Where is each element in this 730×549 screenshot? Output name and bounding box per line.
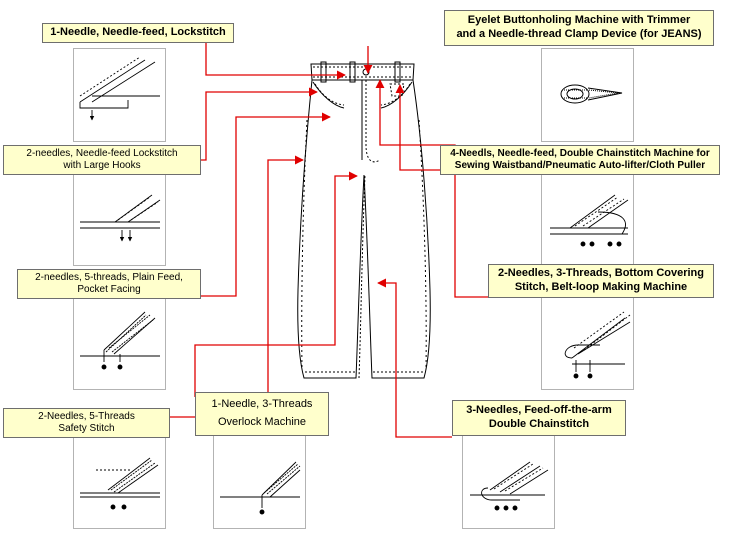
panel-pocket-facing bbox=[73, 296, 166, 390]
label-overlock-line2: Overlock Machine bbox=[217, 416, 307, 428]
diagram-lockstitch-needle-feed bbox=[79, 56, 160, 121]
panel-eyelet-buttonhole bbox=[541, 48, 634, 142]
diagram-double-chainstitch-waistband bbox=[550, 194, 629, 247]
callout-needle-feed-lockstitch bbox=[205, 43, 346, 80]
belt-loop-mid bbox=[349, 61, 356, 83]
label-pocket-facing-line1: 2-needles, 5-threads, Plain Feed, bbox=[35, 271, 183, 283]
callout-pocket-facing bbox=[201, 112, 331, 297]
diagram-lockstitch-large-hooks bbox=[80, 194, 161, 242]
panel-safety-stitch bbox=[73, 435, 166, 529]
diagram-overlock bbox=[220, 461, 301, 515]
label-pocket-facing: 2-needles, 5-threads, Plain Feed, Pocket… bbox=[17, 269, 201, 299]
diagram-eyelet-buttonhole bbox=[560, 84, 623, 104]
label-needle-feed-lockstitch-text: 1-Needle, Needle-feed, Lockstitch bbox=[50, 26, 226, 39]
label-double-chainstitch-waistband: 4-Needls, Needle-feed, Double Chainstitc… bbox=[440, 145, 720, 175]
label-feed-off-the-arm-line1: 3-Needles, Feed-off-the-arm bbox=[466, 404, 612, 417]
label-safety-stitch-line1: 2-Needles, 5-Threads bbox=[38, 410, 135, 422]
label-safety-stitch: 2-Needles, 5-Threads Safety Stitch bbox=[3, 408, 170, 438]
label-overlock-line1: 1-Needle, 3-Threads bbox=[211, 398, 313, 411]
jeans-fly bbox=[365, 80, 381, 163]
belt-loop-left bbox=[320, 61, 327, 83]
label-overlock: 1-Needle, 3-Threads Overlock Machine bbox=[195, 392, 329, 436]
label-belt-loop: 2-Needles, 3-Threads, Bottom Covering St… bbox=[488, 264, 714, 298]
label-feed-off-the-arm-line2: Double Chainstitch bbox=[488, 418, 590, 430]
jeans-outline bbox=[297, 79, 431, 379]
label-eyelet-line1: Eyelet Buttonholing Machine with Trimmer bbox=[467, 14, 691, 27]
label-large-hooks-line1: 2-needles, Needle-feed Lockstitch bbox=[26, 147, 178, 159]
panel-double-chainstitch-waistband bbox=[541, 172, 634, 266]
belt-loop-right bbox=[394, 61, 401, 83]
panel-overlock bbox=[213, 435, 306, 529]
label-needle-feed-lockstitch: 1-Needle, Needle-feed, Lockstitch bbox=[42, 23, 234, 43]
label-feed-off-the-arm: 3-Needles, Feed-off-the-arm Double Chain… bbox=[452, 400, 626, 436]
label-belt-loop-line1: 2-Needles, 3-Threads, Bottom Covering bbox=[498, 267, 704, 280]
diagram-safety-stitch bbox=[80, 457, 160, 510]
jeans-illustration bbox=[297, 61, 431, 379]
panel-lockstitch-needle-feed bbox=[73, 48, 166, 142]
coin-pocket bbox=[389, 83, 405, 97]
callout-overlock bbox=[267, 155, 304, 396]
label-double-chainstitch-line2: Sewing Waistband/Pneumatic Auto-lifter/C… bbox=[454, 160, 706, 171]
label-pocket-facing-line2: Pocket Facing bbox=[77, 284, 141, 295]
label-large-hooks: 2-needles, Needle-feed Lockstitch with L… bbox=[3, 145, 201, 175]
label-eyelet-line2: and a Needle-thread Clamp Device (for JE… bbox=[456, 28, 702, 40]
diagram-belt-loop bbox=[564, 311, 631, 379]
callout-large-hooks bbox=[201, 87, 318, 161]
callout-belt-loop bbox=[375, 79, 488, 298]
label-double-chainstitch-line1: 4-Needls, Needle-feed, Double Chainstitc… bbox=[450, 147, 710, 159]
callout-feed-off-the-arm bbox=[377, 278, 452, 438]
diagram-pocket-facing bbox=[80, 311, 160, 370]
label-large-hooks-line2: with Large Hooks bbox=[63, 160, 141, 171]
callout-double-chainstitch bbox=[395, 84, 440, 171]
label-safety-stitch-line2: Safety Stitch bbox=[58, 423, 115, 434]
label-belt-loop-line2: Stitch, Belt-loop Making Machine bbox=[514, 281, 688, 293]
label-eyelet-buttonholing: Eyelet Buttonholing Machine with Trimmer… bbox=[444, 10, 714, 46]
diagram-feed-off-the-arm bbox=[470, 461, 549, 511]
